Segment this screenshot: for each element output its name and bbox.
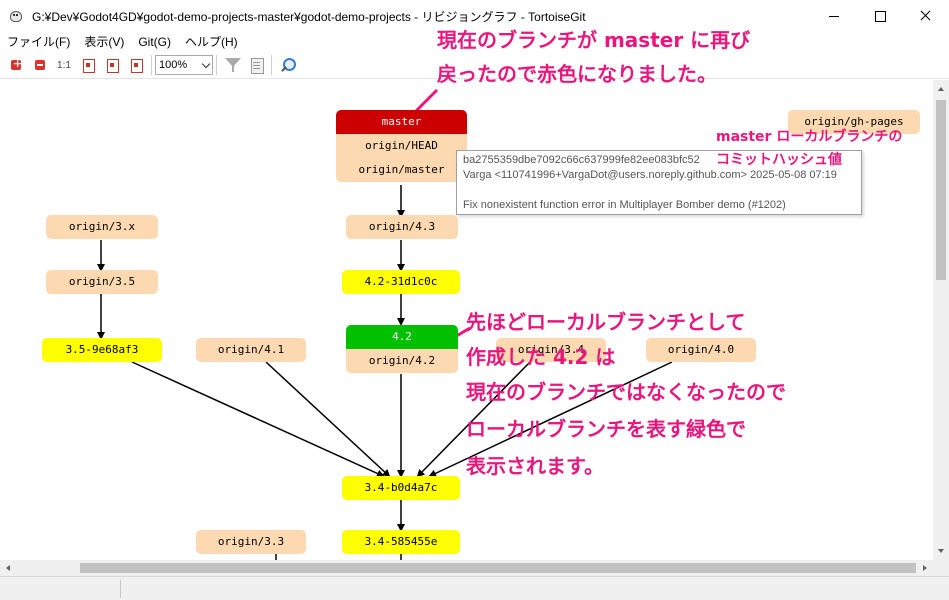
zoom-out-icon[interactable] — [28, 54, 52, 76]
tag-34b[interactable]: 3.4-585455e — [342, 530, 460, 554]
branch-local-42[interactable]: 4.2 — [346, 325, 458, 349]
maximize-button[interactable] — [857, 0, 903, 32]
commit-tooltip: ba2755359dbe7092c66c637999fe82ee083bfc52… — [456, 150, 862, 215]
menu-git[interactable]: Git(G) — [138, 35, 171, 49]
chevron-down-icon — [201, 59, 211, 68]
vertical-scroll-thumb[interactable] — [936, 100, 946, 280]
branch-origin-3x[interactable]: origin/3.x — [46, 215, 158, 239]
branch-origin-33[interactable]: origin/3.3 — [196, 530, 306, 554]
branch-origin-41[interactable]: origin/4.1 — [196, 338, 306, 362]
branch-origin-43[interactable]: origin/4.3 — [346, 215, 458, 239]
horizontal-scrollbar[interactable] — [0, 560, 933, 576]
annotation-mid-line3: 現在のブランチではなくなったので — [466, 380, 786, 404]
menu-help[interactable]: ヘルプ(H) — [185, 35, 238, 49]
zoom-select[interactable]: 100% — [155, 55, 213, 75]
vertical-scrollbar[interactable] — [933, 80, 949, 560]
menu-bar: ファイル(F) 表示(V) Git(G) ヘルプ(H) — [0, 32, 949, 52]
scroll-down-icon[interactable] — [938, 549, 944, 553]
search-icon[interactable] — [275, 54, 299, 76]
annotation-mid-line1: 先ほどローカルブランチとして — [466, 310, 746, 334]
menu-file[interactable]: ファイル(F) — [7, 35, 71, 49]
zoom-actual-size-button[interactable]: 1:1 — [57, 59, 71, 71]
close-button[interactable] — [903, 0, 949, 32]
commit-hash: ba2755359dbe7092c66c637999fe82ee083bfc52 — [463, 154, 700, 166]
annotation-mid-line4: ローカルブランチを表す緑色で — [466, 417, 746, 441]
commit-author: Varga <110741996+VargaDot@users.noreply.… — [463, 169, 837, 181]
show-details-icon[interactable] — [244, 54, 268, 76]
horizontal-scroll-thumb[interactable] — [80, 563, 916, 573]
menu-view[interactable]: 表示(V) — [84, 35, 125, 49]
fit-window-icon[interactable] — [76, 54, 100, 76]
title-bar: G:¥Dev¥Godot4GD¥godot-demo-projects-mast… — [0, 0, 949, 32]
branch-master[interactable]: master — [336, 110, 467, 134]
toolbar-separator — [216, 55, 217, 75]
tag-35[interactable]: 3.5-9e68af3 — [42, 338, 162, 362]
edge — [265, 361, 391, 478]
tag-42[interactable]: 4.2-31d1c0c — [342, 270, 460, 294]
branch-origin-35[interactable]: origin/3.5 — [46, 270, 158, 294]
annotation-top-line1: 現在のブランチが master に再び — [437, 28, 751, 52]
zoom-value: 100% — [159, 59, 188, 71]
zoom-in-icon[interactable] — [4, 54, 28, 76]
window-title: G:¥Dev¥Godot4GD¥godot-demo-projects-mast… — [32, 9, 586, 24]
branch-origin-40[interactable]: origin/4.0 — [646, 338, 756, 362]
tortoisegit-icon — [8, 8, 24, 24]
status-bar — [0, 576, 949, 600]
status-separator — [120, 580, 121, 598]
annotation-mid-line5: 表示されます。 — [466, 454, 604, 478]
window-controls — [811, 0, 949, 32]
annotation-hash-line2: コミットハッシュ値 — [716, 152, 842, 168]
filter-icon[interactable] — [220, 54, 244, 76]
fit-width-icon[interactable] — [100, 54, 124, 76]
toolbar-separator — [271, 55, 272, 75]
branch-origin-head[interactable]: origin/HEAD — [336, 134, 467, 158]
branch-origin-gh-pages[interactable]: origin/gh-pages — [788, 110, 920, 134]
fit-height-icon[interactable] — [124, 54, 148, 76]
branch-origin-34[interactable]: origin/3.4 — [496, 338, 606, 362]
toolbar: 1:1 100% — [0, 52, 949, 79]
commit-message: Fix nonexistent function error in Multip… — [463, 199, 786, 211]
branch-origin-42[interactable]: origin/4.2 — [346, 349, 458, 373]
edge — [416, 361, 531, 478]
edge — [428, 361, 673, 478]
branch-origin-master[interactable]: origin/master — [336, 158, 467, 182]
minimize-button[interactable] — [811, 0, 857, 32]
annotation-hash-line1: master ローカルブランチの — [716, 129, 903, 145]
annotation-mid-line2: 作成した 4.2 は — [466, 345, 616, 369]
annotation-top-line2: 戻ったので赤色になりました。 — [437, 62, 717, 86]
scroll-left-icon[interactable] — [6, 565, 10, 571]
scrollbar-corner — [933, 560, 949, 576]
scroll-up-icon[interactable] — [938, 87, 944, 91]
scroll-right-icon[interactable] — [923, 565, 927, 571]
edge — [131, 361, 385, 478]
toolbar-separator — [151, 55, 152, 75]
tag-34a[interactable]: 3.4-b0d4a7c — [342, 476, 460, 500]
